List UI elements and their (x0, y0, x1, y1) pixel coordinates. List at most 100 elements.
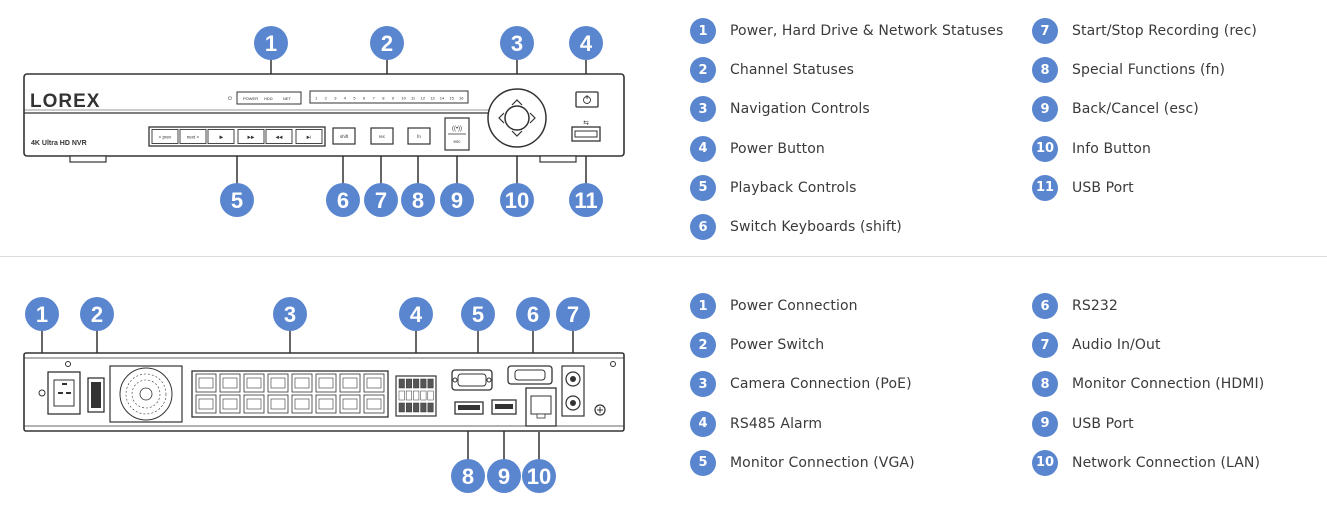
legend-number-badge: 2 (690, 57, 716, 84)
status-hdd-label: HDD (264, 96, 273, 101)
legend-label: Channel Statuses (730, 62, 855, 79)
legend-number-badge: 5 (690, 449, 716, 476)
nav-right-icon (529, 112, 536, 124)
marker-number: 2 (381, 31, 393, 56)
esc-wireless-icon: ((•)) (452, 126, 462, 132)
marker-number: 3 (284, 302, 296, 327)
legend-number-badge: 7 (1032, 332, 1058, 359)
playback-button[interactable]: ▶I (295, 129, 323, 144)
power-connection[interactable] (47, 371, 81, 415)
status-net-label: NET (283, 96, 292, 101)
legend-item: 5 Monitor Connection (VGA) (690, 449, 915, 476)
marker-5: 5 (220, 183, 254, 217)
channel-number-label: 11 (411, 96, 416, 101)
marker-7: 7 (364, 183, 398, 217)
legend-number-badge: 1 (690, 18, 716, 44)
channel-number-label: 13 (430, 96, 435, 101)
legend-label: Switch Keyboards (shift) (730, 219, 902, 235)
model-label: 4K Ultra HD NVR (31, 140, 87, 147)
legend-number-badge: 2 (690, 332, 716, 359)
legend-item: 2 Channel Statuses (690, 57, 855, 84)
nav-left-icon (498, 112, 505, 124)
playback-button-label: ◀◀ (276, 135, 283, 140)
legend-number-badge: 11 (1032, 174, 1058, 201)
rec-button[interactable]: rec (370, 127, 394, 145)
vga-port[interactable] (451, 369, 493, 391)
playback-button-label: next > (187, 135, 200, 140)
marker-number: 4 (410, 302, 423, 327)
legend-label: Monitor Connection (VGA) (730, 454, 915, 471)
usb-icon: ⇆ (583, 120, 589, 127)
cooling-fan (109, 365, 183, 423)
fn-button[interactable]: fn (407, 127, 431, 145)
marker-6: 6 (326, 183, 360, 217)
marker-number: 6 (527, 302, 539, 327)
legend-item: 9 USB Port (1032, 410, 1134, 437)
marker-number: 11 (574, 188, 597, 213)
legend-number-badge: 9 (1032, 410, 1058, 437)
hdmi-port[interactable] (454, 401, 484, 415)
legend-number-badge: 3 (690, 96, 716, 123)
usb-port-rear[interactable] (491, 399, 517, 415)
playback-button[interactable]: next > (179, 129, 207, 144)
legend-label: Network Connection (LAN) (1072, 454, 1261, 471)
marker-1: 1 (254, 26, 288, 60)
nav-down-icon (511, 130, 523, 137)
section-divider (0, 256, 1327, 257)
playback-button[interactable]: ▶▶ (237, 129, 265, 144)
power-switch[interactable] (87, 377, 105, 413)
audio-ports[interactable] (561, 365, 585, 417)
usb-port-front[interactable]: ⇆ (571, 120, 601, 142)
shift-button-label: shift (340, 134, 349, 139)
svg-text:⏻: ⏻ (228, 96, 232, 102)
navigation-dial[interactable] (487, 88, 547, 148)
marker-10: 10 (500, 183, 534, 217)
legend-number-badge: 4 (690, 135, 716, 162)
rec-button-label: rec (379, 134, 386, 139)
legend-label: Back/Cancel (esc) (1072, 101, 1199, 118)
rs485-alarm-block[interactable] (395, 375, 437, 417)
esc-button[interactable]: ((•)) esc (444, 117, 470, 151)
playback-button[interactable]: < prev (151, 129, 179, 144)
status-indicators: ⏻ POWER HDD NET (228, 91, 302, 105)
power-button[interactable] (575, 91, 599, 108)
legend-label: USB Port (1072, 415, 1134, 432)
marker-3: 3 (273, 297, 307, 331)
legend-label: Navigation Controls (730, 101, 870, 118)
lan-port[interactable] (525, 387, 557, 427)
rs232-port[interactable] (507, 365, 553, 385)
fn-button-label: fn (417, 134, 421, 139)
playback-button[interactable]: ◀◀ (265, 129, 293, 144)
legend-label: Camera Connection (PoE) (730, 376, 912, 393)
shift-button[interactable]: shift (332, 127, 356, 145)
legend-number-badge: 7 (1032, 18, 1058, 44)
channel-number-label: 7 (373, 96, 376, 101)
legend-number-badge: 5 (690, 174, 716, 201)
legend-label: Special Functions (fn) (1072, 62, 1226, 79)
channel-number-label: 3 (334, 96, 337, 101)
channel-number-label: 8 (382, 96, 385, 101)
legend-item: 11 USB Port (1032, 174, 1134, 201)
marker-8: 8 (451, 459, 485, 493)
marker-number: 3 (511, 31, 523, 56)
info-button[interactable] (504, 105, 530, 131)
playback-button[interactable]: I▶ (207, 129, 235, 144)
legend-label: Power Connection (730, 298, 858, 314)
legend-label: USB Port (1072, 179, 1134, 196)
status-power-label: POWER (243, 96, 258, 101)
marker-9: 9 (440, 183, 474, 217)
channel-number-label: 9 (392, 96, 395, 101)
marker-number: 1 (265, 31, 277, 56)
channel-number-label: 1 (315, 96, 318, 101)
poe-camera-ports[interactable] (191, 370, 389, 418)
